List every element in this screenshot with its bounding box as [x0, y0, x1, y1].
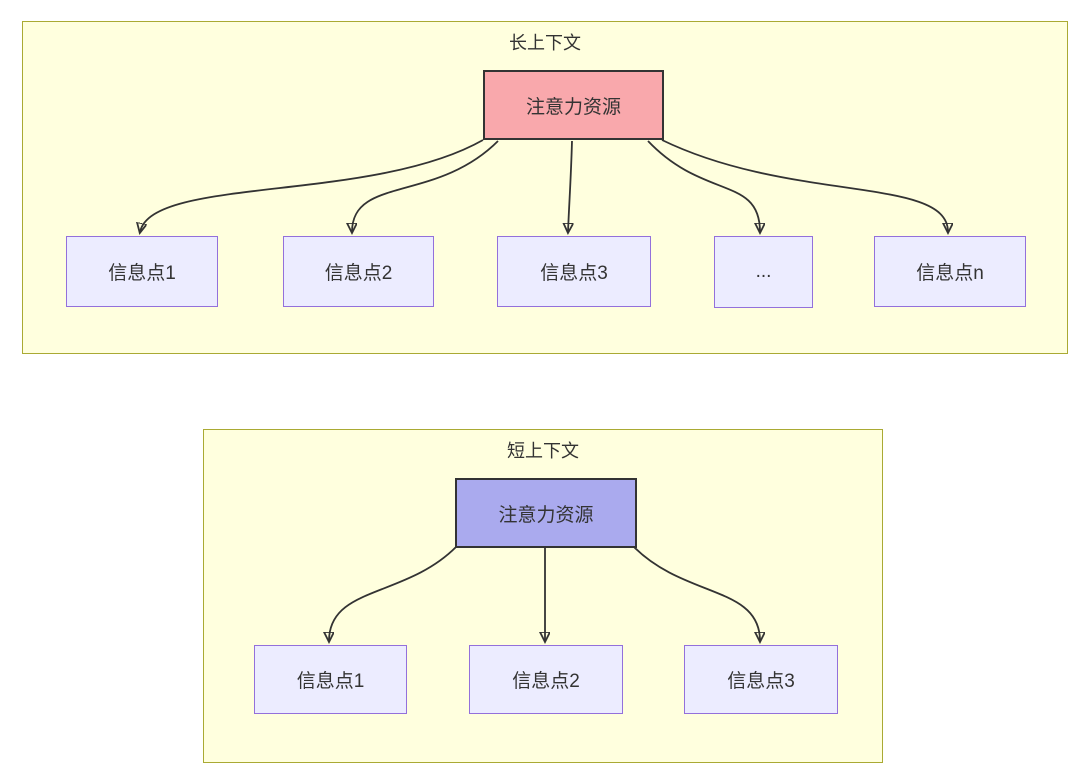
info-point-label: ... [755, 261, 772, 282]
long-context-title: 长上下文 [509, 33, 581, 53]
short-context-title: 短上下文 [507, 441, 579, 461]
attention-resource-node-short: 注意力资源 [455, 478, 637, 548]
info-point-node-long-3: 信息点3 [497, 236, 651, 307]
info-point-label: 信息点1 [296, 671, 365, 692]
info-point-node-long-1: 信息点1 [66, 236, 218, 307]
info-point-node-long-n: 信息点n [874, 236, 1026, 307]
short-context-cluster: 短上下文 注意力资源 信息点1 信息点2 信息点3 [203, 429, 883, 763]
attention-resource-node-long: 注意力资源 [483, 70, 664, 140]
info-point-label: 信息点2 [512, 671, 580, 692]
info-point-label: 信息点2 [324, 263, 393, 284]
attention-resource-label-short: 注意力资源 [498, 504, 594, 526]
info-point-label: 信息点1 [108, 263, 176, 284]
info-point-node-long-ellipsis: ... [714, 236, 813, 308]
long-context-cluster: 长上下文 注意力资源 信息点1 信息点2 信息点3 ... 信息点n [22, 21, 1068, 354]
attention-resource-label-long: 注意力资源 [525, 96, 621, 118]
info-point-node-short-1: 信息点1 [254, 645, 407, 714]
info-point-node-short-2: 信息点2 [469, 645, 623, 714]
info-point-label: 信息点3 [540, 263, 608, 284]
info-point-label: 信息点n [916, 263, 984, 284]
info-point-label: 信息点3 [727, 671, 795, 692]
info-point-node-long-2: 信息点2 [283, 236, 434, 307]
info-point-node-short-3: 信息点3 [684, 645, 838, 714]
